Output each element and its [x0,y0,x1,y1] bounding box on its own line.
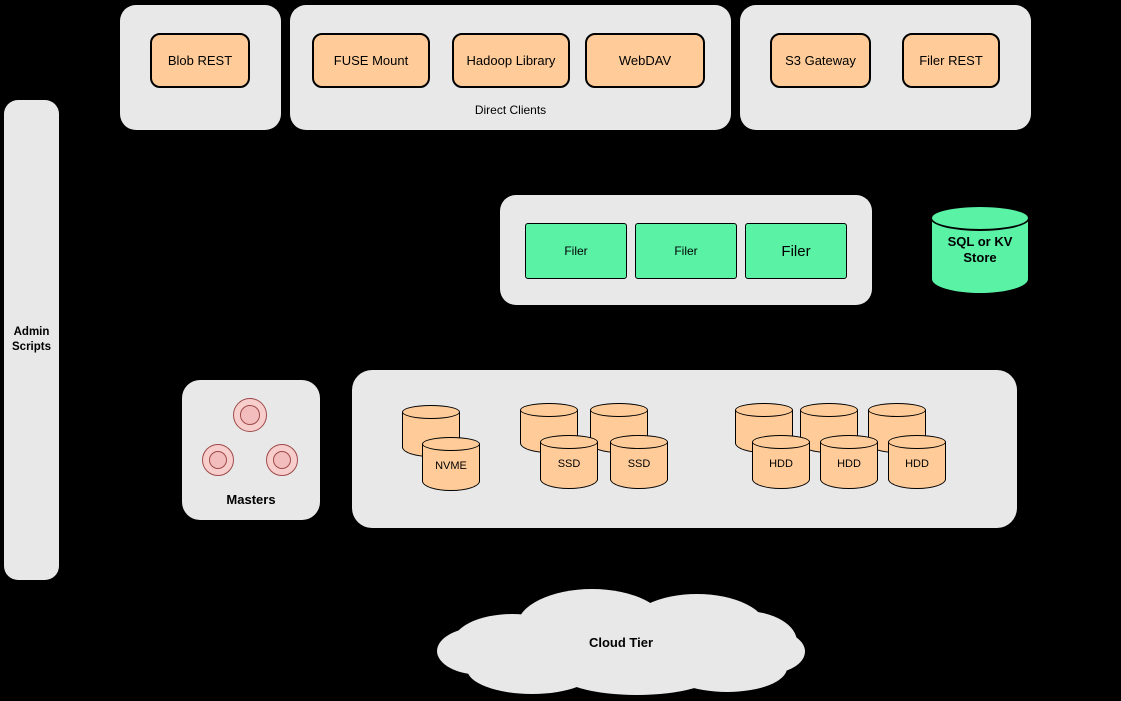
master-node [233,398,267,432]
admin-scripts-label: Admin Scripts [12,326,51,353]
cylinder-top [402,405,460,419]
cylinder-top [540,435,598,449]
s3-gateway-node: S3 Gateway [770,33,871,88]
filer-rest-node: Filer REST [902,33,1000,88]
webdav-node: WebDAV [585,33,705,88]
cylinder-top [520,403,578,417]
master-node [266,444,298,476]
nvme-disk: NVME [422,437,480,491]
gateway-group: S3 Gateway Filer REST [740,5,1031,130]
cylinder-top [422,437,480,451]
blob-client-group: Blob REST [120,5,281,130]
master-node-core [208,450,228,470]
hdd-label: HDD [905,457,929,470]
nvme-label: NVME [435,459,467,472]
fuse-mount-node: FUSE Mount [312,33,430,88]
cloud-tier-label: Cloud Tier [588,635,654,650]
master-node [202,444,234,476]
sql-kv-store-node: SQL or KV Store [930,205,1030,295]
ssd-label: SSD [557,457,581,470]
cloud-bump [667,644,787,692]
cylinder-body [610,442,668,489]
cylinder-top [800,403,858,417]
hdd-disk: HDD [752,435,810,489]
cylinder-body [752,442,810,489]
filer-node: Filer [525,223,627,279]
cylinder-top [820,435,878,449]
cylinder-top [590,403,648,417]
filer-node: Filer [635,223,737,279]
direct-clients-caption: Direct Clients [474,103,547,117]
cylinder-top [752,435,810,449]
hdd-label: HDD [837,457,861,470]
master-node-core [240,405,260,425]
hadoop-library-node: Hadoop Library [452,33,570,88]
blob-rest-node: Blob REST [150,33,250,88]
ssd-label: SSD [627,457,651,470]
hdd-disk: HDD [820,435,878,489]
cylinder-top [735,403,793,417]
cylinder-top [888,435,946,449]
masters-group: Masters [182,380,320,520]
ssd-disk: SSD [540,435,598,489]
cylinder-top [610,435,668,449]
hdd-label: HDD [769,457,793,470]
volume-servers-group: NVME SSD SSD HDD HDD [352,370,1017,528]
hdd-disk: HDD [888,435,946,489]
cylinder-body [820,442,878,489]
sql-kv-store-label: SQL or KV Store [947,233,1013,266]
ssd-disk: SSD [610,435,668,489]
cylinder-body [540,442,598,489]
cylinder-body [888,442,946,489]
direct-clients-group: FUSE Mount Hadoop Library WebDAV Direct … [290,5,731,130]
cylinder-body [422,444,480,491]
cylinder-top [868,403,926,417]
filer-group: Filer Filer Filer [500,195,872,305]
master-node-core [272,450,292,470]
cylinder-top [930,205,1030,231]
admin-scripts-panel: Admin Scripts [4,100,59,580]
cloud-tier: Cloud Tier [437,589,805,697]
masters-caption: Masters [226,492,276,507]
filer-node: Filer [745,223,847,279]
